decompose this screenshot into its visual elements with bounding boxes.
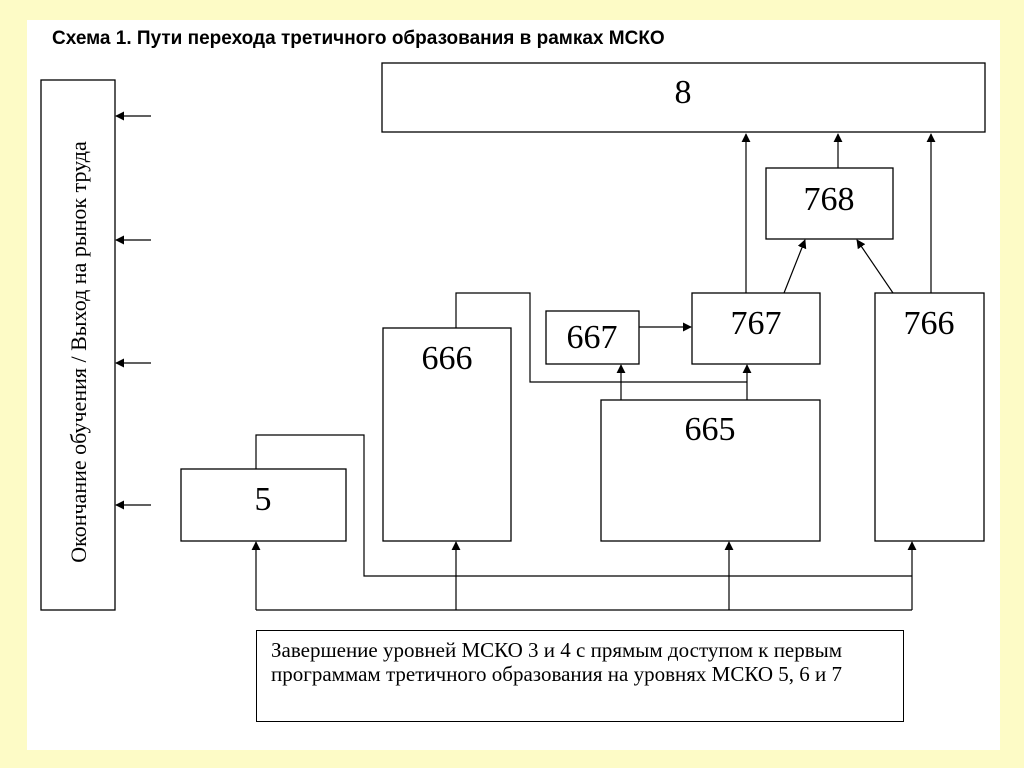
box-767 (691, 292, 821, 365)
diagram-title: Схема 1. Пути перехода третичного образо… (52, 28, 665, 49)
box-8-label: 8 (675, 74, 692, 111)
box-666 (382, 327, 512, 542)
box-766-label: 766 (904, 305, 955, 342)
exit-labor-market-label: Окончание обучения / Выход на рынок труд… (66, 141, 91, 563)
box-5 (180, 468, 347, 542)
box-767-label: 767 (731, 305, 782, 342)
box-766 (874, 292, 985, 542)
box-768 (765, 167, 894, 240)
box-665 (600, 399, 821, 542)
box-5-label: 5 (255, 481, 272, 518)
arrow-767-to-768 (783, 239, 807, 294)
box-8 (381, 62, 986, 133)
box-665-label: 665 (685, 411, 736, 448)
box-666-label: 666 (422, 340, 473, 377)
path-666-to-767 (455, 292, 747, 383)
arrow-766-to-768 (856, 239, 894, 294)
box-667-label: 667 (567, 319, 618, 356)
isced-completion-box: Завершение уровней МСКО 3 и 4 с прямым д… (256, 630, 904, 722)
path-5-to-766 (255, 434, 912, 577)
box-667 (545, 310, 640, 365)
box-768-label: 768 (804, 181, 855, 218)
exit-labor-market-box (40, 79, 116, 611)
